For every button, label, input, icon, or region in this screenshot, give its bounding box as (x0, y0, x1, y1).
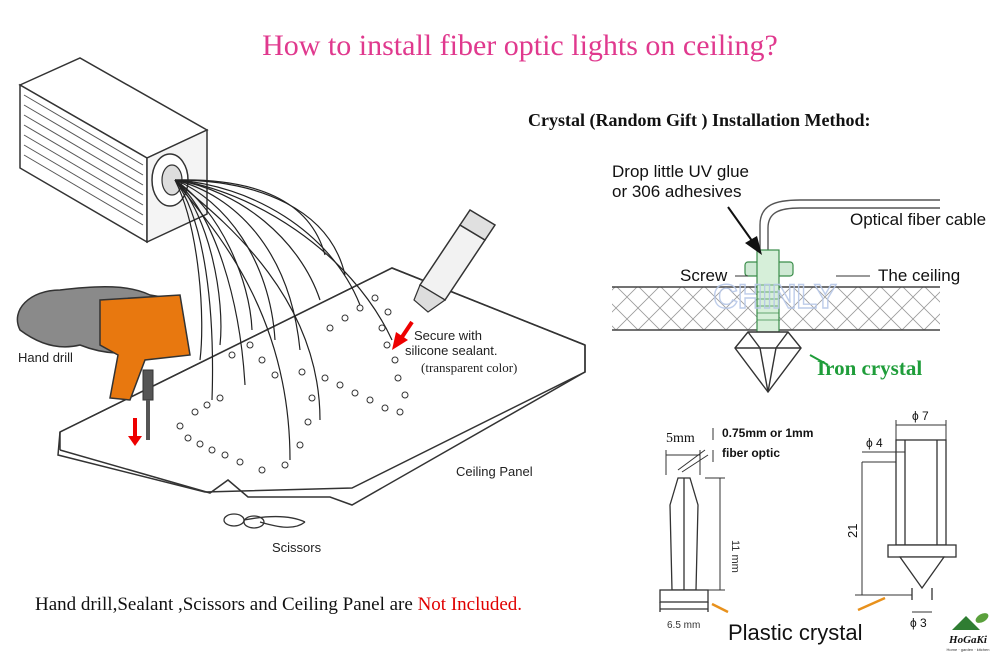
hogaki-logo: HoGaKi Home · garden · kitchen (940, 608, 996, 652)
plastic-pointer-right (857, 596, 886, 612)
watermark: CHINLY (713, 278, 837, 316)
fiber-optic-label: fiber optic (722, 446, 780, 460)
plastic-11mm-label: 11 mm (729, 540, 741, 573)
sealant-tube (413, 208, 497, 313)
plastic-crystal-shape (659, 477, 709, 612)
panel-holes (176, 294, 409, 474)
footer-note-main: Hand drill,Sealant ,Scissors and Ceiling… (35, 594, 418, 615)
logo-tagline: Home · garden · kitchen (947, 647, 990, 652)
spec-phi3: ϕ 3 (910, 616, 927, 630)
plastic-5mm-label: 5mm (666, 431, 695, 446)
scissors-icon (223, 513, 306, 529)
iron-crystal-shape (734, 331, 802, 394)
scissors-label: Scissors (272, 540, 322, 555)
optical-fiber-cable (759, 199, 940, 285)
hand-drill (16, 285, 191, 446)
fiber-strands (174, 179, 393, 461)
logo-name: HoGaKi (948, 634, 988, 646)
spec-dimension-lines (855, 420, 947, 613)
sealant-arrow (392, 320, 414, 350)
crystal-method-heading: Crystal (Random Gift ) Installation Meth… (528, 110, 871, 131)
fiber-size-label: 0.75mm or 1mm (722, 426, 813, 440)
iron-crystal-label: Iron crystal (817, 356, 922, 380)
ceiling-panel-label: Ceiling Panel (456, 464, 533, 479)
glue-label-2: or 306 adhesives (612, 182, 741, 201)
secure-note: (transparent color) (421, 360, 517, 375)
plastic-pointer-left (711, 602, 729, 614)
hand-drill-label: Hand drill (18, 350, 73, 365)
glue-arrow (727, 206, 762, 255)
spec-phi7: ϕ 7 (912, 409, 929, 423)
footer-note: Hand drill,Sealant ,Scissors and Ceiling… (35, 594, 522, 615)
plastic-65mm-label: 6.5 mm (667, 620, 700, 631)
plastic-dimension-lines (665, 449, 725, 591)
glue-label-1: Drop little UV glue (612, 162, 749, 181)
screw (744, 249, 794, 336)
screw-label: Screw (680, 266, 728, 285)
secure-label-2: silicone sealant. (405, 343, 498, 358)
plastic-crystal-label: Plastic crystal (728, 620, 862, 645)
optical-fiber-label: Optical fiber cable (850, 210, 986, 229)
page-title: How to install fiber optic lights on cei… (262, 29, 778, 62)
secure-label-1: Secure with (414, 328, 482, 343)
ceiling-label: The ceiling (878, 266, 960, 285)
spec-phi4: ϕ 4 (866, 436, 883, 450)
spec-crystal-shape (887, 439, 957, 600)
footer-note-red: Not Included. (418, 594, 522, 615)
spec-length-21: 21 (845, 524, 860, 538)
light-source-box (18, 57, 209, 244)
iron-crystal-pointer (809, 354, 829, 366)
